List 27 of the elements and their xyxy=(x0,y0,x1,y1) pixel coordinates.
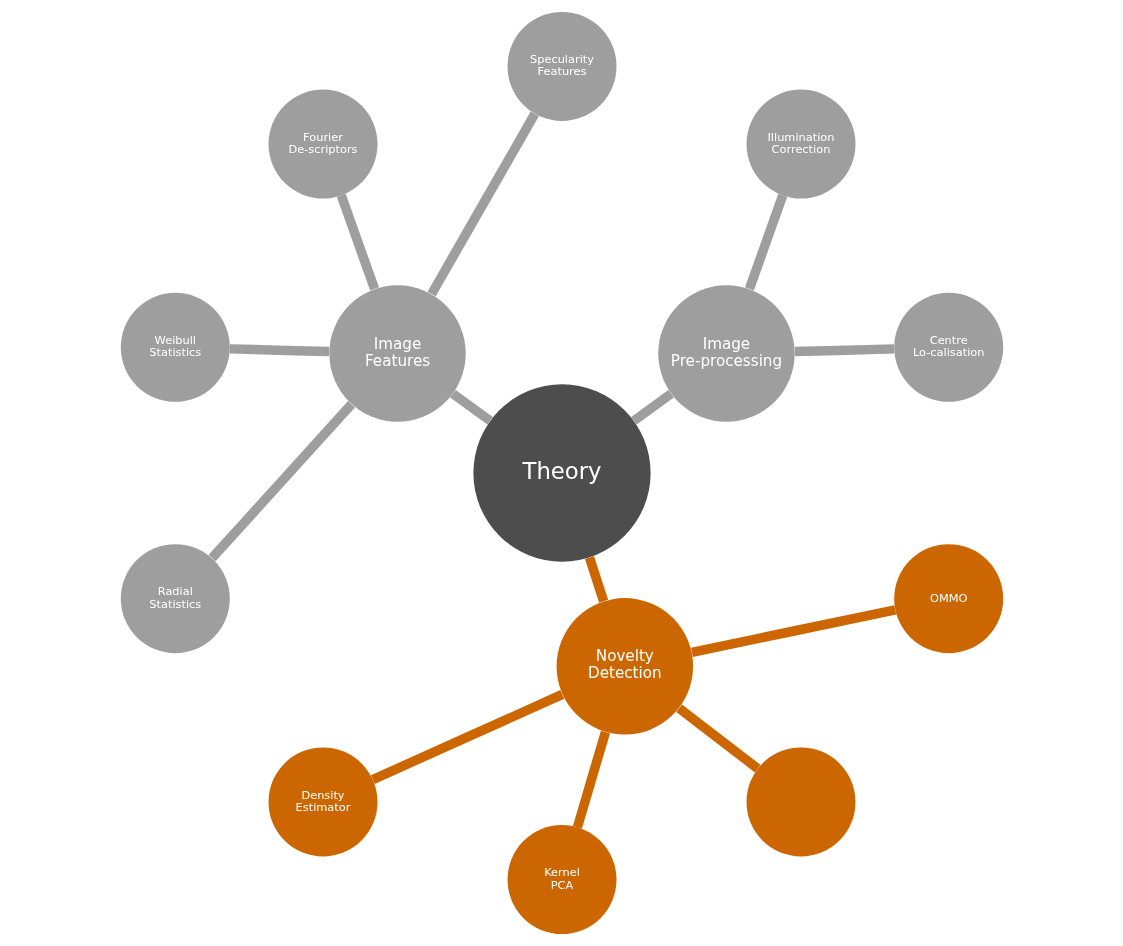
node-circle: Image Features xyxy=(328,285,466,422)
node-circle: Centre Lo-calisation xyxy=(893,292,1003,402)
connector xyxy=(370,690,564,784)
connector xyxy=(744,193,787,291)
connector xyxy=(208,401,355,562)
connector xyxy=(794,344,894,357)
connector xyxy=(449,389,493,425)
node-circle: Illumination Correction xyxy=(746,89,855,199)
node-circle: Image Pre-processing xyxy=(657,285,795,422)
connector xyxy=(336,193,379,291)
node-circle: Theory xyxy=(472,384,651,562)
connector xyxy=(630,389,674,425)
node-circle: Kernel PCA xyxy=(507,825,616,935)
node-circle: Novelty Detection xyxy=(556,598,693,735)
node-circle: Specularity Features xyxy=(507,11,616,121)
node-circle: Weibull Statistics xyxy=(120,292,230,402)
node-circle: OMMO xyxy=(893,544,1003,654)
node-circle xyxy=(746,747,855,857)
node-circle: Fourier De-scriptors xyxy=(268,89,377,199)
connector xyxy=(675,704,761,773)
node-circle: Density Estimator xyxy=(268,747,377,857)
connector xyxy=(690,605,896,657)
connector xyxy=(584,556,608,603)
connector xyxy=(427,111,539,297)
connector xyxy=(572,730,610,829)
node-circle: Radial Statistics xyxy=(120,544,230,654)
connector xyxy=(229,344,329,357)
